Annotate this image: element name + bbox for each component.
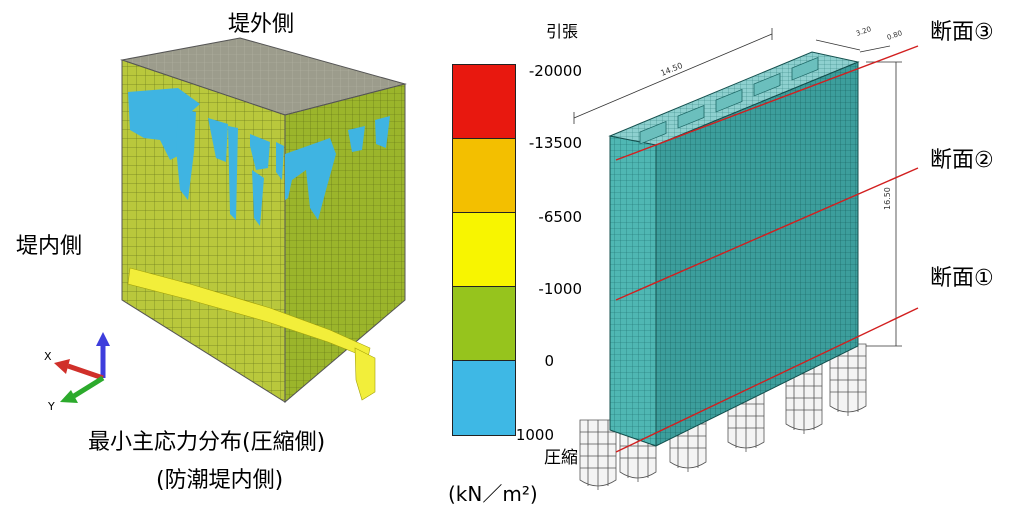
- dim-depth: 3.20: [855, 25, 872, 38]
- legend-swatch-orange: [453, 139, 515, 213]
- section-1-label: 断面①: [930, 266, 994, 291]
- section-line-3: [615, 45, 919, 161]
- legend-tick-4: 0: [544, 352, 554, 370]
- legend-swatch-green: [453, 287, 515, 361]
- legend-tick-0: -20000: [528, 62, 582, 80]
- stress-distribution-model: [120, 37, 407, 404]
- legend-tick-2: -6500: [538, 208, 582, 226]
- dim-small: 0.80: [886, 29, 903, 42]
- dyke-inner-side-label: 堤内側: [16, 234, 83, 259]
- axis-x-label: X: [44, 350, 52, 363]
- legend-unit: (kN／m²): [448, 482, 538, 506]
- legend-swatch-blue: [453, 361, 515, 435]
- legend-compression-label: 圧縮: [544, 448, 578, 468]
- section-line-2: [615, 167, 919, 301]
- dim-width: 14.50: [659, 61, 684, 78]
- axis-y-label: Y: [47, 400, 55, 410]
- dimension-lines: [573, 28, 902, 347]
- fem-mesh-model: 14.50 3.20 0.80 16.50: [573, 25, 919, 490]
- dyke-outer-side-label: 堤外側: [228, 12, 295, 37]
- mesh-front-face: [609, 135, 657, 447]
- axis-triad: Z X Y: [44, 330, 110, 410]
- section-line-1: [615, 307, 919, 453]
- section-3-label: 断面③: [930, 20, 994, 45]
- section-lines: [615, 45, 919, 453]
- stress-caption-line2: (防潮堤内側): [156, 468, 284, 493]
- compression-regions: [128, 88, 390, 226]
- legend-swatch-yellow: [453, 213, 515, 287]
- legend-tick-3: -1000: [538, 280, 582, 298]
- section-2-label: 断面②: [930, 148, 994, 173]
- stress-caption-line1: 最小主応力分布(圧縮側): [88, 430, 326, 455]
- axis-z-label: Z: [98, 330, 106, 333]
- legend-tick-5: 1000: [515, 426, 554, 444]
- legend-swatch-red: [453, 65, 515, 139]
- legend-color-bar: [452, 64, 516, 436]
- legend-tick-1: -13500: [528, 134, 582, 152]
- dim-height: 16.50: [883, 187, 892, 210]
- legend-tension-label: 引張: [546, 22, 579, 41]
